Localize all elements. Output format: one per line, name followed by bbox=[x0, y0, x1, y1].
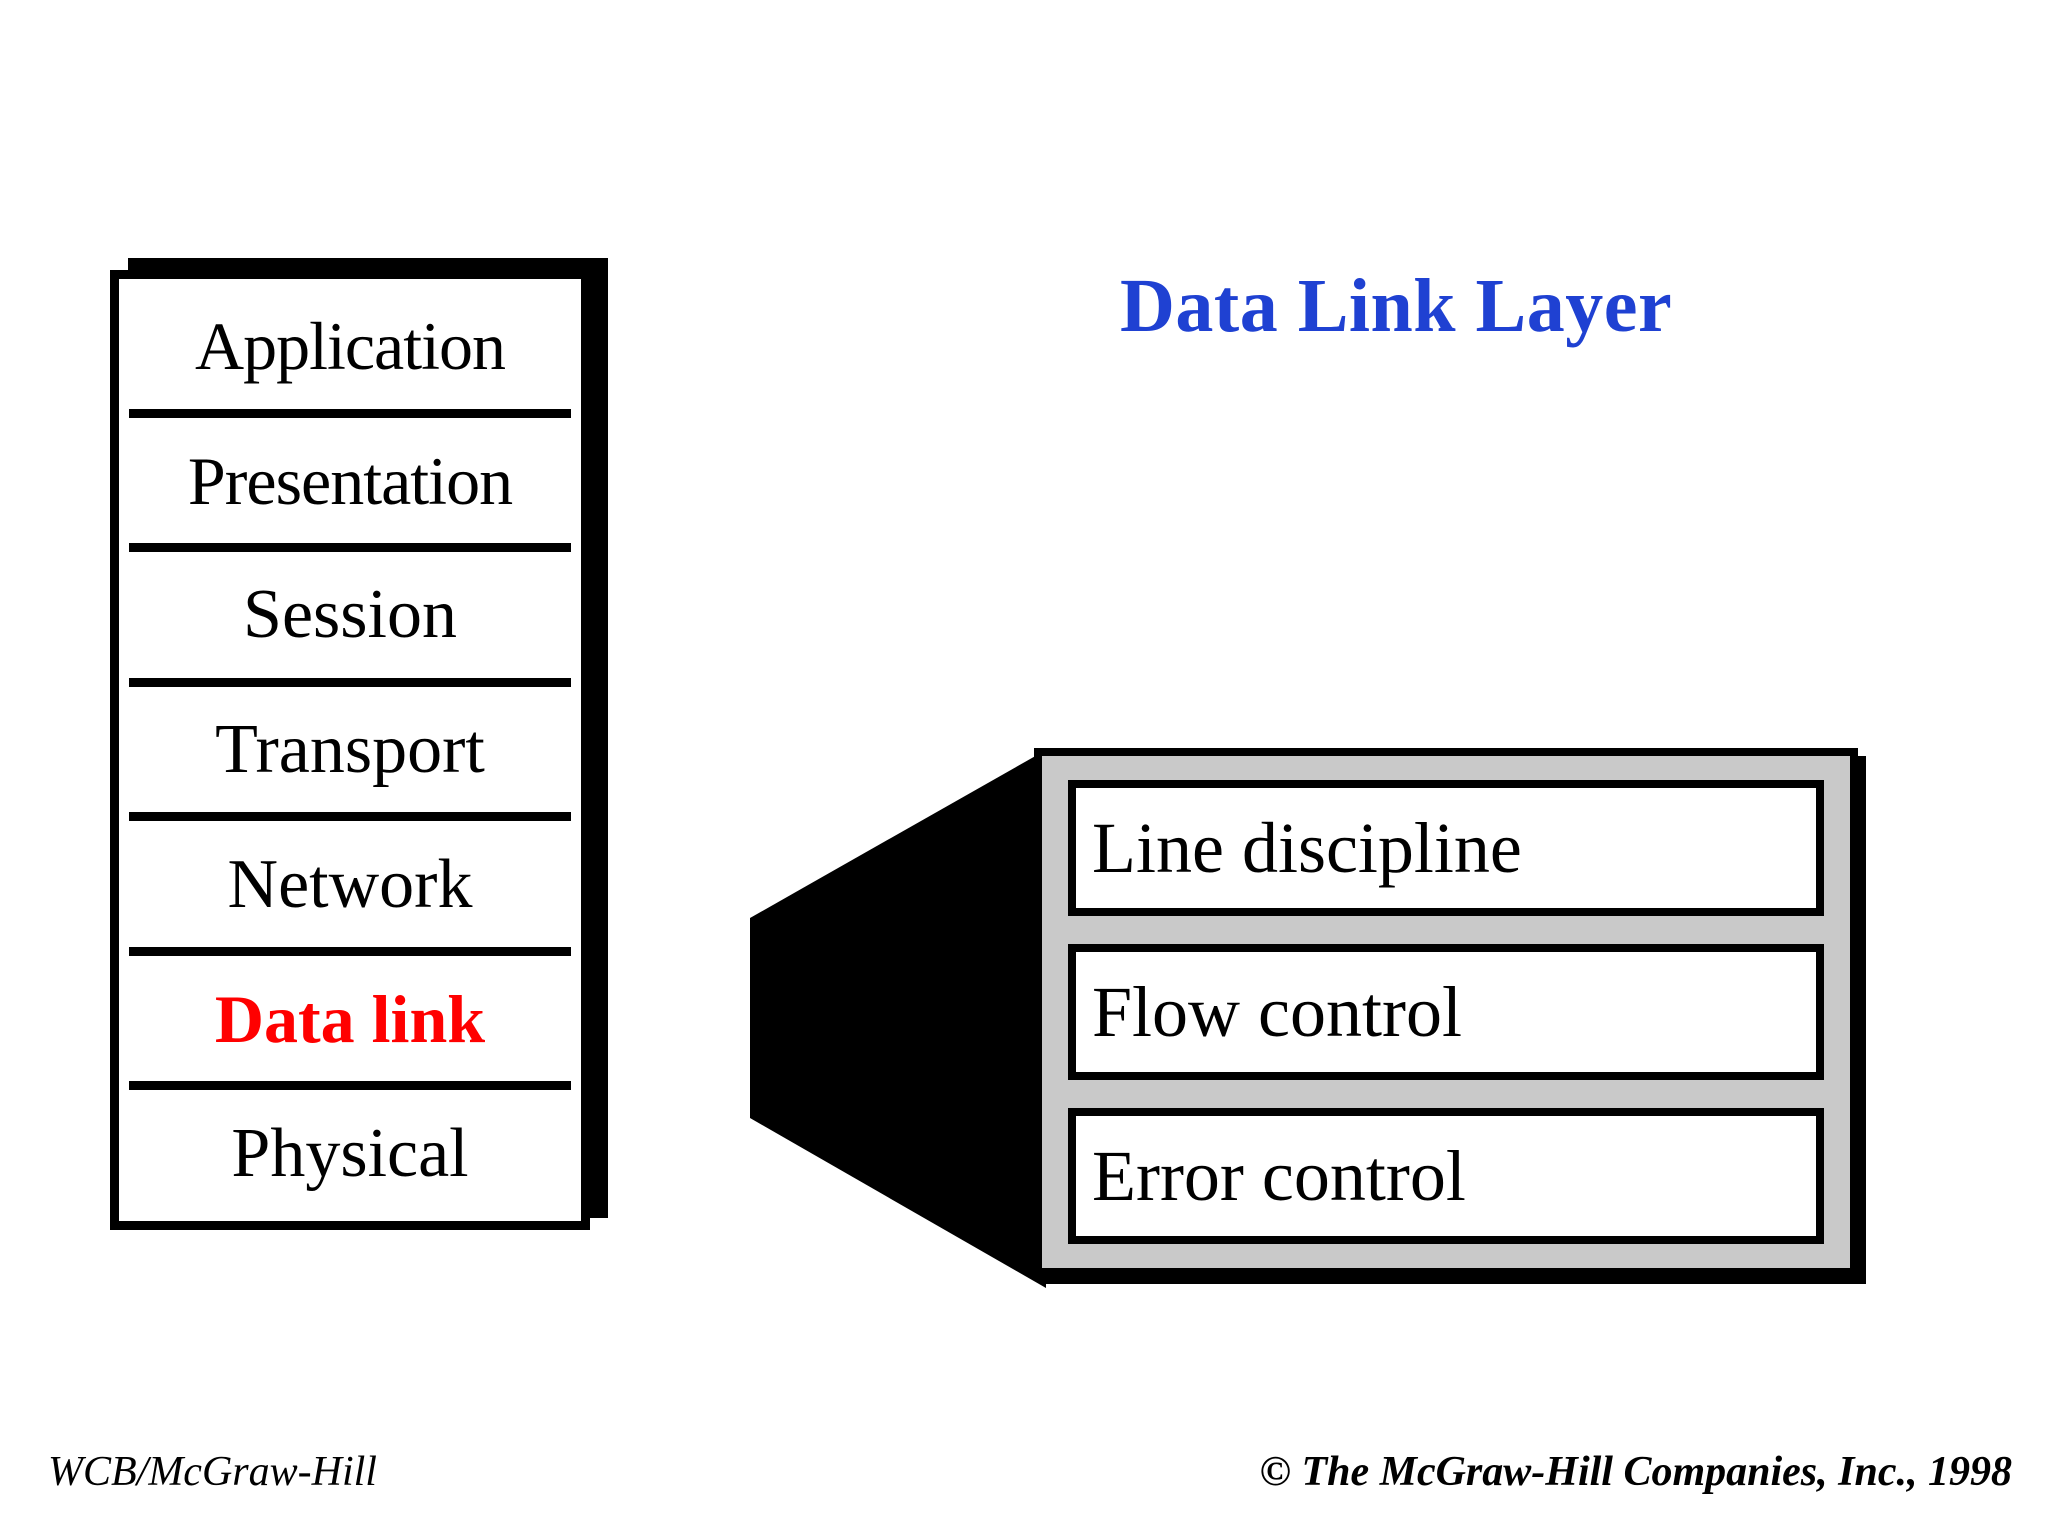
osi-layer-presentation[interactable]: Presentation bbox=[119, 408, 581, 549]
osi-stack-box: Application Presentation Session Transpo… bbox=[110, 270, 590, 1230]
detail-item-error-control[interactable]: Error control bbox=[1068, 1108, 1824, 1244]
osi-stack: Application Presentation Session Transpo… bbox=[110, 258, 608, 1230]
footer-copyright: © The McGraw-Hill Companies, Inc., 1998 bbox=[1259, 1449, 2012, 1495]
page-title: Data Link Layer bbox=[1120, 264, 1673, 348]
osi-layer-application[interactable]: Application bbox=[119, 279, 581, 414]
osi-layer-label: Physical bbox=[231, 1114, 469, 1192]
data-link-detail-panel: Line discipline Flow control Error contr… bbox=[1034, 748, 1866, 1284]
osi-layer-label-highlighted: Data link bbox=[214, 981, 486, 1058]
osi-layer-label: Presentation bbox=[187, 442, 513, 519]
detail-panel-box: Line discipline Flow control Error contr… bbox=[1034, 748, 1858, 1276]
osi-layer-label: Transport bbox=[215, 711, 485, 789]
wedge-shape bbox=[750, 750, 1046, 1288]
footer-publisher: WCB/McGraw-Hill bbox=[48, 1449, 377, 1495]
osi-layer-label: Application bbox=[194, 308, 506, 385]
osi-layer-network[interactable]: Network bbox=[119, 812, 581, 952]
detail-item-flow-control[interactable]: Flow control bbox=[1068, 944, 1824, 1080]
detail-item-label: Line discipline bbox=[1092, 808, 1522, 888]
osi-layer-label: Network bbox=[227, 845, 473, 923]
osi-layer-physical[interactable]: Physical bbox=[119, 1081, 581, 1222]
osi-layer-label: Session bbox=[243, 576, 457, 654]
detail-item-label: Flow control bbox=[1092, 972, 1462, 1052]
osi-layer-session[interactable]: Session bbox=[119, 543, 581, 683]
osi-layer-transport[interactable]: Transport bbox=[119, 677, 581, 818]
detail-item-line-discipline[interactable]: Line discipline bbox=[1068, 780, 1824, 916]
osi-layer-data-link[interactable]: Data link bbox=[119, 946, 581, 1087]
detail-item-label: Error control bbox=[1092, 1136, 1466, 1216]
